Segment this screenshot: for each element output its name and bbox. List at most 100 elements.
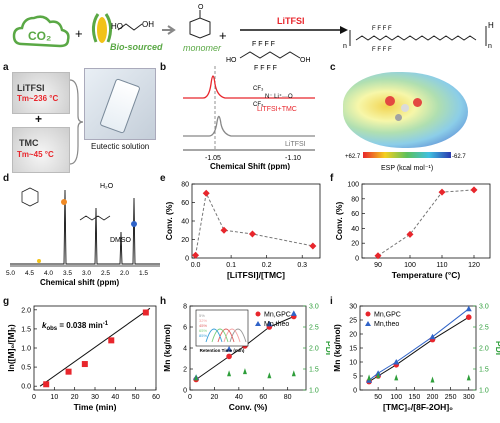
i-xtick-label: 50 xyxy=(374,394,382,401)
i-legend-theo-label: Mn,theo xyxy=(374,321,399,328)
f-ytick-label: 80 xyxy=(351,196,359,203)
e-xlabel: [LiTFSI]/[TMC] xyxy=(227,270,285,280)
h-legend-gpc-marker xyxy=(255,311,261,317)
i-xtick-label: 250 xyxy=(445,394,457,401)
d-peak-marker-orange xyxy=(61,199,67,205)
svg-text:+: + xyxy=(219,28,227,43)
svg-text:n: n xyxy=(343,43,347,50)
polymer-structure xyxy=(349,26,487,46)
f-ytick-label: 20 xyxy=(351,241,359,248)
diol-structure xyxy=(117,23,143,31)
h-xtick-label: 80 xyxy=(284,394,292,401)
h-xtick-label: 0 xyxy=(188,394,192,401)
svg-text:CF₃: CF₃ xyxy=(253,102,264,108)
i-y2tick-label: 2.5 xyxy=(479,325,489,332)
esp-surface-image xyxy=(343,72,468,148)
f-ytick-label: 100 xyxy=(347,182,359,189)
i-xlabel: [TMC]₀/[8F-2OH]₀ xyxy=(383,402,453,412)
i-theo-line xyxy=(368,308,470,381)
i-theo-point xyxy=(393,359,400,365)
b-xlabel: Chemical Shift (ppm) xyxy=(210,162,290,170)
svg-text:OH: OH xyxy=(300,57,311,64)
h-y2tick-label: 2.0 xyxy=(309,346,319,353)
h-inset-gpc-trace xyxy=(229,328,247,343)
h-gpc-point xyxy=(226,353,232,360)
svg-text:4.5: 4.5 xyxy=(25,270,34,277)
g-xtick-label: 50 xyxy=(132,394,140,401)
b-trace-bottom xyxy=(183,115,315,137)
co2-cloud-icon xyxy=(12,15,70,48)
e-ytick-label: 40 xyxy=(181,219,189,226)
g-data-point xyxy=(65,368,72,375)
f-data-point xyxy=(438,188,446,196)
panel-a-label: a xyxy=(3,62,9,73)
i-y2tick-label: 1.5 xyxy=(479,367,489,374)
fluorinated-diol-structure xyxy=(239,51,301,59)
h-inset-legend-label: 85% xyxy=(199,333,207,338)
g-xtick-label: 10 xyxy=(50,394,58,401)
i-xtick-label: 150 xyxy=(409,394,421,401)
i-ytick-label: 20 xyxy=(349,332,357,339)
co2-label: CO₂ xyxy=(28,29,51,43)
e-data-point xyxy=(248,230,256,238)
g-ytick-label: 1.0 xyxy=(21,346,31,353)
h-ylabel: Mn (kg/mol) xyxy=(162,324,172,372)
e-xtick-label: 0.0 xyxy=(191,262,201,269)
svg-text:N⁻ Li⁺···O: N⁻ Li⁺···O xyxy=(265,93,293,100)
b-tick-1: -1.05 xyxy=(205,155,221,162)
esp-colorbar: +62.7 -62.7 ESP (kcal mol⁻¹) xyxy=(345,152,466,172)
d-structure xyxy=(21,187,111,221)
esp-scale-right: -62.7 xyxy=(452,154,466,160)
panel-d-label: d xyxy=(3,173,10,184)
svg-text:CF₃: CF₃ xyxy=(253,86,264,92)
g-xtick-label: 60 xyxy=(152,394,160,401)
e-xtick-label: 0.1 xyxy=(226,262,236,269)
i-y2tick-label: 3.0 xyxy=(479,304,489,311)
h-ytick-label: 8 xyxy=(183,304,187,311)
f-xtick-label: 120 xyxy=(468,262,480,269)
b-tick-2: -1.10 xyxy=(285,155,301,162)
panel-f-label: f xyxy=(330,173,334,184)
panel-b-nmr: CF₃ CF₃ N⁻ Li⁺···O LiTFSI+TMC LiTFSI -1.… xyxy=(183,66,315,170)
panel-c-label: c xyxy=(330,62,336,73)
g-data-point xyxy=(81,361,88,368)
e-series-line xyxy=(195,191,313,256)
e-xtick-label: 0.2 xyxy=(262,262,272,269)
e-data-point xyxy=(220,226,228,234)
h-pdi-point xyxy=(267,372,272,379)
g-xtick-label: 20 xyxy=(71,394,79,401)
f-ylabel: Conv. (%) xyxy=(334,202,344,241)
corn-icon xyxy=(91,13,113,43)
svg-text:F F F F: F F F F xyxy=(254,65,277,72)
h-ytick-label: 6 xyxy=(183,325,187,332)
svg-text:F F F F: F F F F xyxy=(252,41,275,48)
e-ytick-label: 0 xyxy=(185,256,189,263)
svg-text:4.0: 4.0 xyxy=(44,270,53,277)
panel-e-label: e xyxy=(160,173,166,184)
litfsi-photo: LiTFSI Tm~236 °C xyxy=(12,72,70,114)
h-ytick-label: 4 xyxy=(183,346,187,353)
h-theo-point xyxy=(290,310,297,316)
i-pdi-point xyxy=(376,372,381,379)
i-theo-point xyxy=(429,333,436,340)
i-pdi-point xyxy=(466,374,471,381)
f-xtick-label: 100 xyxy=(404,262,416,269)
catalyst-label: LiTFSI xyxy=(277,16,305,26)
panel-i-label: i xyxy=(330,296,333,307)
panel-h-label: h xyxy=(160,296,167,307)
i-ytick-label: 0 xyxy=(353,388,357,395)
g-ytick-label: 0.0 xyxy=(21,384,31,391)
eutectic-vial-photo xyxy=(84,68,156,140)
biosourced-label: Bio-sourced xyxy=(110,42,163,52)
i-xtick-label: 300 xyxy=(463,394,475,401)
f-xlabel: Temperature (°C) xyxy=(392,270,461,280)
h-xtick-label: 20 xyxy=(211,394,219,401)
svg-text:3.0: 3.0 xyxy=(82,270,91,277)
h-ylabel2: PDI xyxy=(324,341,330,355)
g-annotation: kobs = 0.038 min-1 xyxy=(42,321,109,332)
arrow-icon xyxy=(162,25,176,35)
g-xtick-label: 30 xyxy=(91,394,99,401)
